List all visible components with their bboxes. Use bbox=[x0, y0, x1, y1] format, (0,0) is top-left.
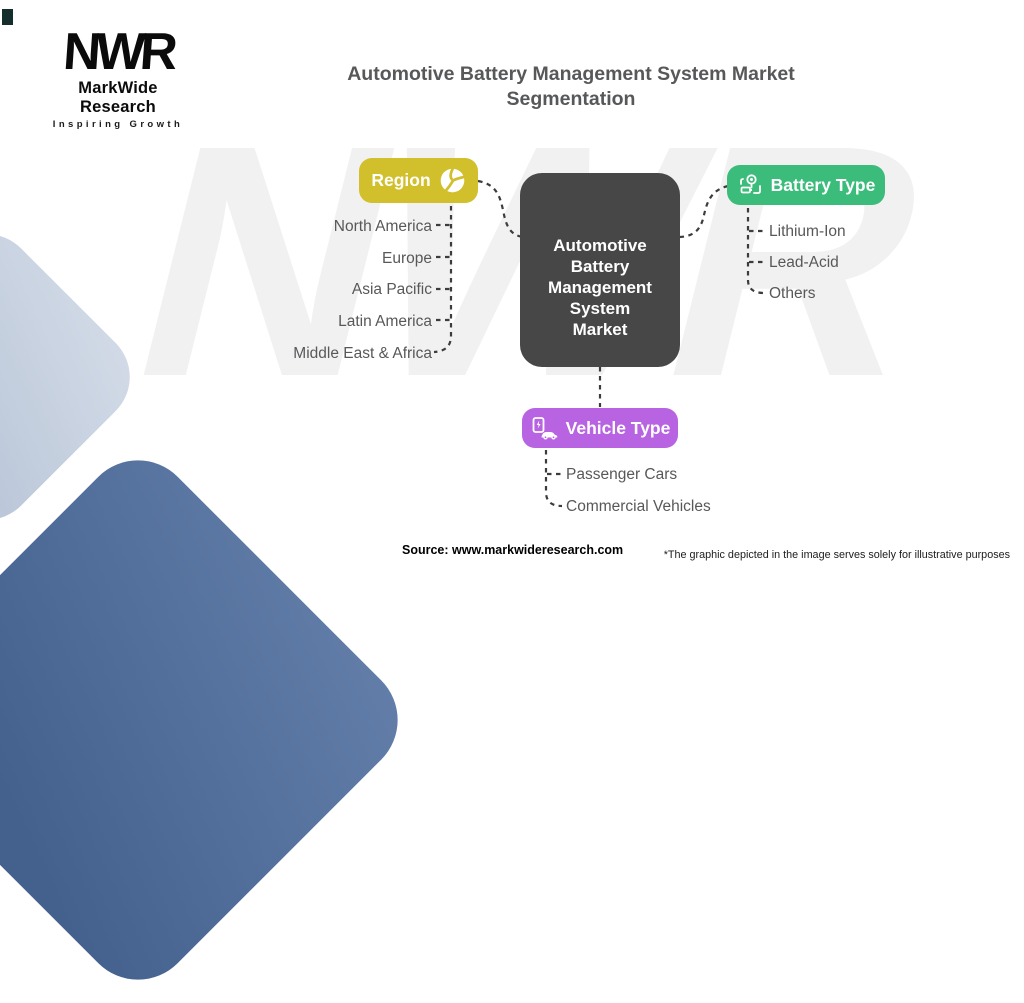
page-title-line1: Automotive Battery Management System Mar… bbox=[347, 63, 795, 85]
vehicle-item-label: Commercial Vehicles bbox=[566, 498, 711, 515]
center-node-line2: Battery bbox=[570, 256, 630, 276]
list-item: Middle East & Africa bbox=[140, 338, 432, 370]
connector-battery-vertical bbox=[746, 208, 765, 295]
battery-item-label: Lead-Acid bbox=[769, 253, 839, 271]
logo-monogram: NWR bbox=[61, 23, 175, 81]
center-node-line1: Automotive bbox=[553, 235, 647, 255]
list-item: Others bbox=[769, 278, 999, 309]
connector-region-vertical bbox=[433, 206, 453, 354]
center-node-line3: Management bbox=[548, 277, 652, 297]
battery-item-label: Lithium-Ion bbox=[769, 222, 846, 240]
page-title-line2: Segmentation bbox=[506, 88, 636, 110]
battery-type-badge-label: Battery Type bbox=[770, 174, 876, 195]
source-text: Source: www.markwideresearch.com bbox=[402, 543, 624, 557]
list-item: Lithium-Ion bbox=[769, 216, 999, 247]
logo-name: MarkWide Research bbox=[78, 79, 158, 117]
center-node-line5: Market bbox=[572, 319, 628, 339]
vehicle-type-list: Passenger Cars Commercial Vehicles bbox=[566, 459, 796, 523]
connector-battery-to-center bbox=[679, 184, 729, 239]
region-item-label: Asia Pacific bbox=[351, 281, 432, 299]
list-item: Latin America bbox=[140, 306, 432, 338]
globe-icon bbox=[439, 167, 466, 194]
region-item-label: Middle East & Africa bbox=[293, 345, 432, 363]
center-node: Automotive Battery Management System Mar… bbox=[520, 173, 680, 367]
region-item-label: Europe bbox=[382, 249, 432, 267]
logo: NWR MarkWide Research Inspiring Growth bbox=[38, 23, 198, 131]
list-item: Europe bbox=[140, 243, 432, 275]
corner-mark bbox=[2, 9, 13, 25]
list-item: North America bbox=[140, 211, 432, 243]
center-node-line4: System bbox=[569, 298, 631, 318]
region-badge-label: Region bbox=[371, 170, 431, 190]
vehicle-type-badge: Vehicle Type bbox=[522, 408, 678, 448]
disclaimer-text: *The graphic depicted in the image serve… bbox=[663, 549, 1010, 561]
region-item-label: Latin America bbox=[338, 313, 432, 331]
battery-type-list: Lithium-Ion Lead-Acid Others bbox=[769, 216, 999, 309]
connector-vehicle-vertical bbox=[544, 450, 563, 508]
charging-station-icon bbox=[737, 172, 763, 198]
region-list: North America Europe Asia Pacific Latin … bbox=[140, 211, 432, 370]
region-item-label: North America bbox=[333, 217, 432, 235]
vehicle-type-badge-label: Vehicle Type bbox=[565, 417, 671, 438]
list-item: Passenger Cars bbox=[566, 459, 796, 491]
battery-item-label: Others bbox=[769, 284, 816, 302]
connector-lines bbox=[433, 179, 765, 508]
list-item: Commercial Vehicles bbox=[566, 491, 796, 523]
vehicle-item-label: Passenger Cars bbox=[566, 466, 678, 483]
region-badge: Region bbox=[359, 158, 478, 203]
ev-car-icon bbox=[530, 416, 558, 441]
list-item: Lead-Acid bbox=[769, 247, 999, 278]
page-title: Automotive Battery Management System Mar… bbox=[288, 62, 854, 112]
connector-region-to-center bbox=[477, 179, 524, 239]
logo-tagline: Inspiring Growth bbox=[52, 119, 184, 131]
battery-type-badge: Battery Type bbox=[727, 165, 885, 205]
list-item: Asia Pacific bbox=[140, 275, 432, 307]
